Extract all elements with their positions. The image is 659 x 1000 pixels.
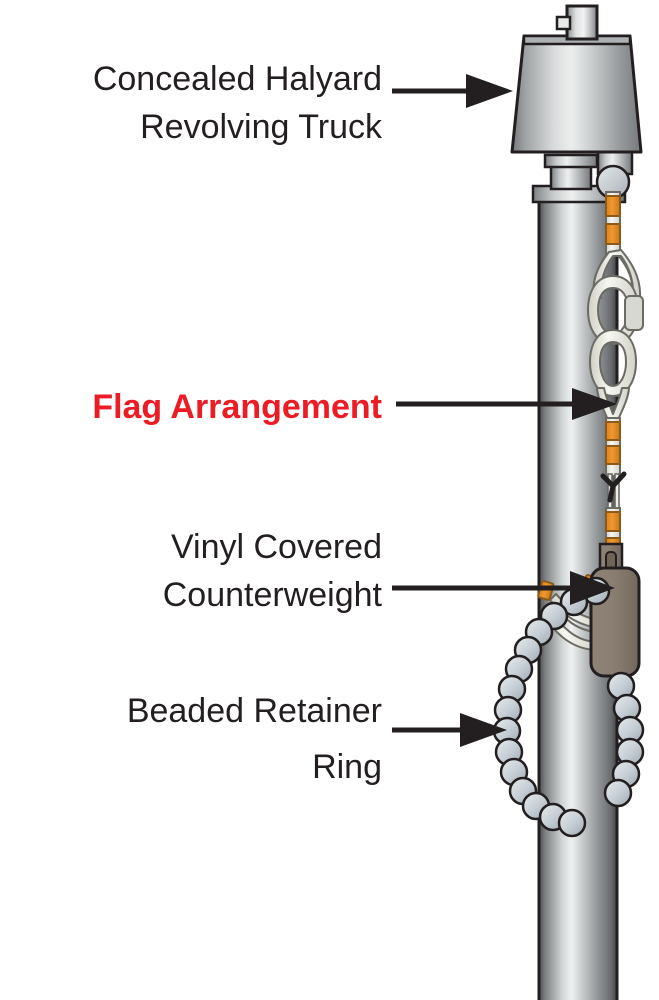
truck-base-collar [531,150,634,204]
label-line-1: Vinyl Covered [171,528,382,566]
leader-concealed-halyard-revolving-truck [392,74,513,108]
revolving-truck-housing [510,34,643,154]
leader-beaded-retainer-ring [392,713,507,747]
leader-flag-arrangement [396,388,617,420]
truck-spindle [555,4,599,41]
label-line-1: Beaded Retainer [127,692,382,730]
label-line-1: Concealed Halyard [93,60,382,98]
beaded-ring-back-run [603,671,645,808]
label-line-2: Counterweight [163,576,383,614]
label-flag-arrangement: Flag Arrangement [92,388,382,426]
label-concealed-halyard-revolving-truck: Concealed Halyard Revolving Truck [93,60,383,146]
snap-hook-lower [588,328,638,398]
label-vinyl-covered-counterweight: Vinyl Covered Counterweight [163,528,383,614]
snap-hook-upper [586,274,644,346]
label-line-1: Flag Arrangement [92,388,382,426]
label-line-2: Ring [312,748,382,786]
leader-vinyl-covered-counterweight [392,571,615,605]
label-beaded-retainer-ring: Beaded Retainer Ring [127,692,382,786]
flag-snap-clip [600,471,627,503]
label-line-2: Revolving Truck [140,108,383,146]
